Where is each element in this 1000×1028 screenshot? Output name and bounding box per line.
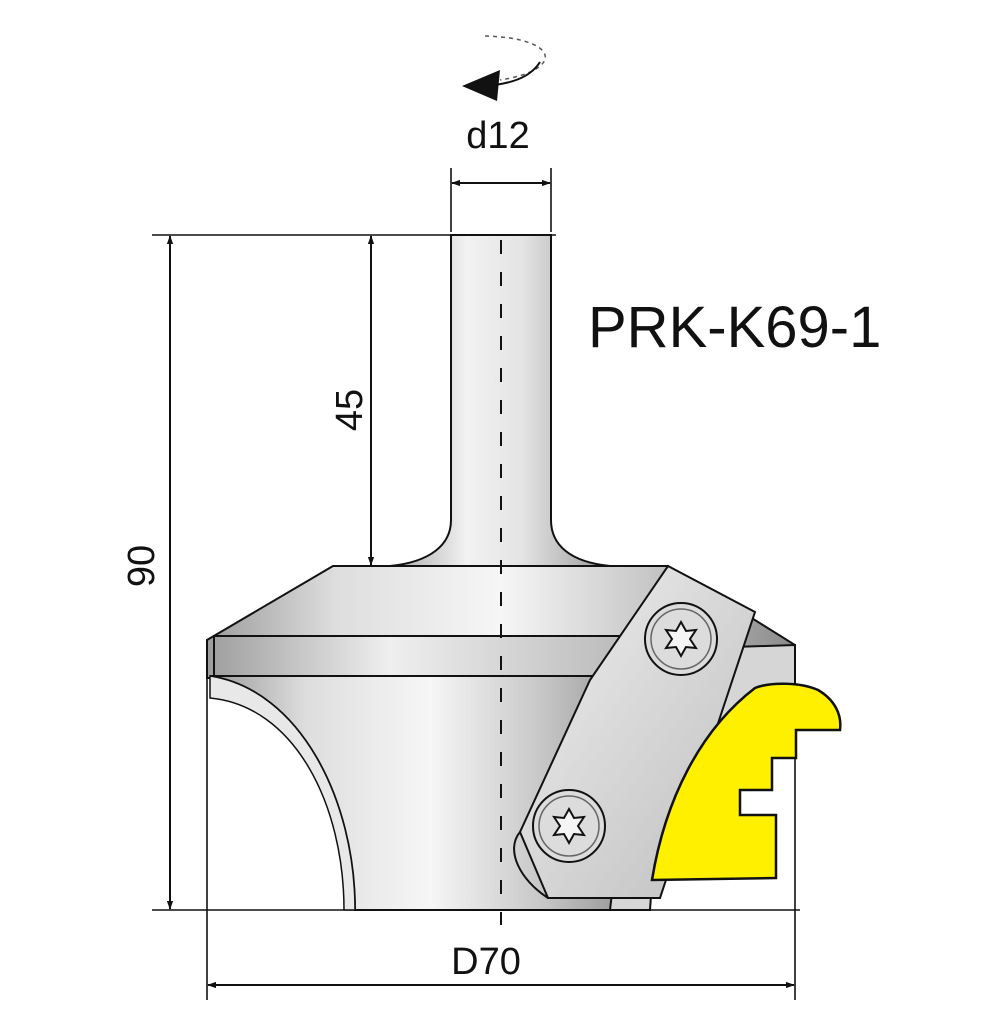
- profile-yellow: [650, 682, 842, 882]
- torx-screw-icon: [644, 602, 718, 676]
- body-left-profile: [209, 675, 356, 911]
- torx-screw-icon: [532, 789, 606, 863]
- dim-label-D70: D70: [451, 941, 521, 983]
- dim-label-d12: d12: [466, 115, 529, 157]
- rotation-arrow-icon: [462, 35, 546, 101]
- body-ring-band: [213, 635, 655, 677]
- dimension-lines: [166, 179, 795, 989]
- product-title: PRK-K69-1: [588, 295, 881, 360]
- dim-label-90: 90: [121, 545, 163, 587]
- dim-label-45: 45: [329, 389, 371, 431]
